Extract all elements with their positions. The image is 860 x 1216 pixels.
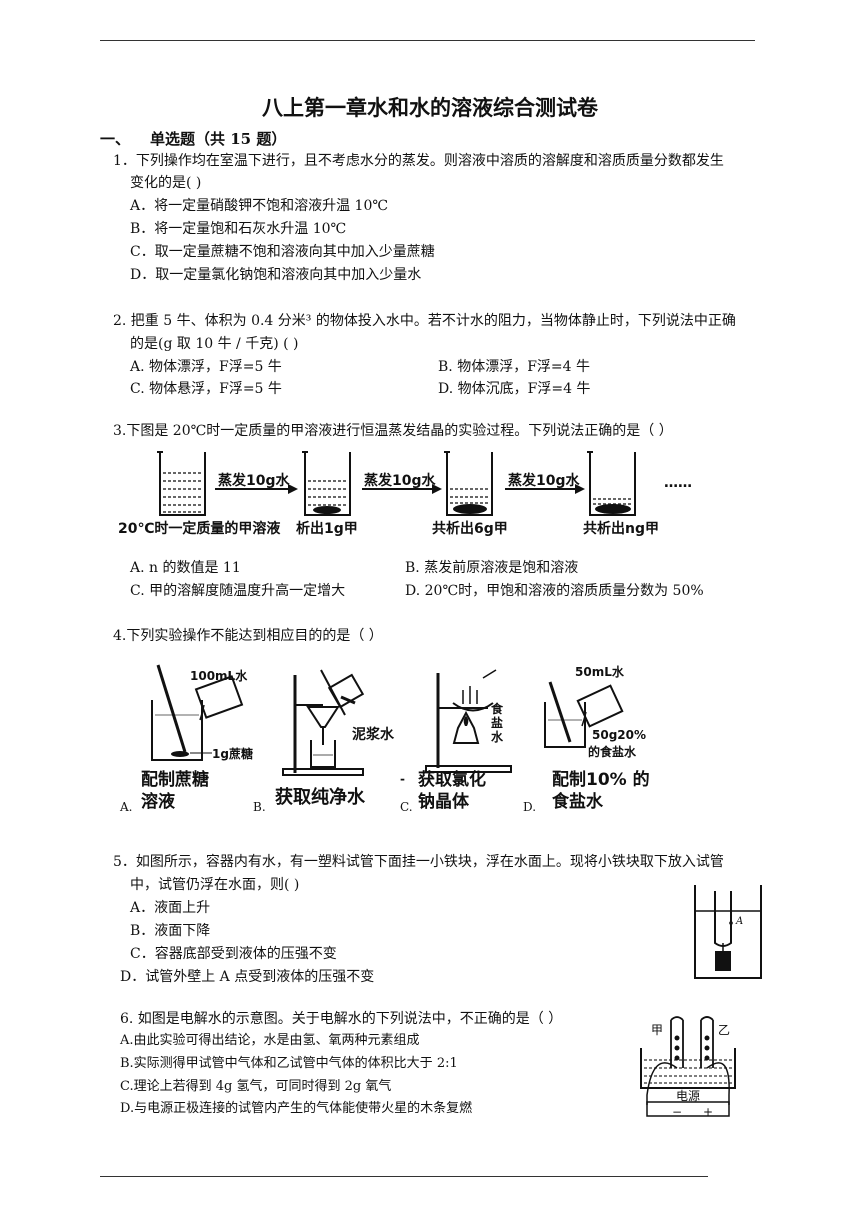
- q3-evaporation-figure: [157, 451, 636, 516]
- q2-option-d: D. 物体沉底，F浮=4 牛: [438, 381, 591, 397]
- q4-a-caption-1: 配制蔗糖: [141, 770, 209, 790]
- q4-figure-b: [282, 669, 365, 776]
- q6-electrolysis-figure: [640, 1016, 736, 1117]
- q3-arrow-2: [362, 484, 442, 494]
- q5-option-d: D．试管外壁上 A 点受到液体的压强不变: [120, 969, 375, 985]
- q1-option-a: A．将一定量硝酸钾不饱和溶液升温 10℃: [130, 198, 389, 214]
- q6-tube-yi-label: 乙: [718, 1023, 731, 1037]
- q3-evap-label-3: 蒸发10g水: [508, 473, 580, 489]
- q4-c-salt-1: 食: [491, 702, 504, 716]
- q4-figure-a: [151, 664, 244, 761]
- q5-option-a: A．液面上升: [130, 900, 211, 916]
- q4-a-caption-2: 溶液: [141, 792, 175, 812]
- section-number: 一、: [100, 130, 131, 148]
- q4-a-sugar: 1g蔗糖: [212, 747, 253, 761]
- q4-c-salt-2: 盐: [491, 716, 504, 730]
- q4-b-letter: B.: [253, 800, 266, 814]
- q5-container-figure: [694, 885, 762, 979]
- q4-c-caption-2: 钠晶体: [418, 792, 469, 812]
- q4-a-letter: A.: [120, 800, 133, 814]
- q5-option-c: C．容器底部受到液体的压强不变: [130, 946, 337, 962]
- footer-rule: [100, 1176, 708, 1177]
- q6-option-d: D.与电源正极连接的试管内产生的气体能使带火星的木条复燃: [120, 1101, 473, 1116]
- q2-stem-line1: 2. 把重 5 牛、体积为 0.4 分米³ 的物体投入水中。若不计水的阻力，当物…: [113, 313, 736, 329]
- q4-c-salt-3: 水: [491, 730, 504, 744]
- q2-option-c: C. 物体悬浮，F浮=5 牛: [130, 381, 282, 397]
- q3-caption-3: 共析出ng甲: [583, 521, 659, 537]
- q6-stem: 6. 如图是电解水的示意图。关于电解水的下列说法中，不正确的是（ ）: [120, 1011, 563, 1027]
- q5-stem-line2: 中，试管仍浮在水面，则( ): [130, 877, 300, 893]
- q3-option-a: A. n 的数值是 11: [130, 560, 241, 576]
- q1-option-b: B．将一定量饱和石灰水升温 10℃: [130, 221, 347, 237]
- q6-minus-label: −: [672, 1105, 683, 1119]
- q2-option-b: B. 物体漂浮，F浮=4 牛: [438, 359, 590, 375]
- q3-beaker-2: [302, 451, 351, 516]
- q4-figure-d: [544, 681, 624, 748]
- q5-stem-line1: 5．如图所示，容器内有水，有一塑料试管下面挂一小铁块，浮在水面上。现将小铁块取下…: [113, 854, 724, 870]
- q1-stem-line2: 变化的是( ): [130, 175, 202, 191]
- page-title: 八上第一章水和水的溶液综合测试卷: [262, 96, 598, 120]
- q3-dots: ……: [664, 475, 692, 491]
- q3-option-b: B. 蒸发前原溶液是饱和溶液: [405, 560, 579, 576]
- q3-beaker-3: [444, 451, 493, 516]
- q6-tube-jia-label: 甲: [651, 1023, 664, 1037]
- q3-arrow-1: [215, 484, 298, 494]
- q4-a-water: 100mL水: [190, 669, 248, 683]
- q4-d-salt-2: 的食盐水: [588, 745, 637, 759]
- q3-evap-label-2: 蒸发10g水: [364, 473, 436, 489]
- q3-evap-label-1: 蒸发10g水: [218, 473, 290, 489]
- q4-d-letter: D.: [523, 800, 537, 814]
- q4-d-salt-1: 50g20%: [592, 728, 647, 742]
- q3-option-d: D. 20℃时，甲饱和溶液的溶质质量分数为 50%: [405, 583, 704, 599]
- q4-d-caption-1: 配制10% 的: [552, 770, 650, 790]
- q3-caption-1: 析出1g甲: [296, 521, 358, 537]
- q4-b-mud: 泥浆水: [352, 727, 394, 743]
- q3-caption-0: 20℃时一定质量的甲溶液: [118, 521, 281, 537]
- q1-option-c: C．取一定量蔗糖不饱和溶液向其中加入少量蔗糖: [130, 244, 435, 260]
- q6-option-c: C.理论上若得到 4g 氢气，可同时得到 2g 氧气: [120, 1079, 392, 1094]
- q4-c-dash: -: [400, 772, 405, 786]
- q3-arrow-3: [505, 484, 585, 494]
- q6-option-a: A.由此实验可得出结论，水是由氢、氧两种元素组成: [120, 1033, 420, 1048]
- q4-d-water: 50mL水: [575, 665, 624, 679]
- q3-beaker-4: [587, 451, 636, 516]
- q3-option-c: C. 甲的溶解度随温度升高一定增大: [130, 583, 346, 599]
- q4-c-letter: C.: [400, 800, 413, 814]
- q2-option-a: A. 物体漂浮，F浮=5 牛: [130, 359, 282, 375]
- q1-stem-line1: 1．下列操作均在室温下进行，且不考虑水分的蒸发。则溶液中溶质的溶解度和溶质质量分…: [113, 153, 724, 169]
- q3-stem: 3.下图是 20℃时一定质量的甲溶液进行恒温蒸发结晶的实验过程。下列说法正确的是…: [113, 423, 673, 439]
- q5-point-a-label: A: [736, 916, 744, 927]
- q3-caption-2: 共析出6g甲: [432, 521, 508, 537]
- q4-stem: 4.下列实验操作不能达到相应目的的是（ ）: [113, 628, 383, 644]
- section-label: 单选题（共 15 题）: [150, 130, 287, 148]
- header-rule: [100, 40, 755, 41]
- q3-beaker-1: [157, 451, 206, 516]
- q5-option-b: B．液面下降: [130, 923, 211, 939]
- q4-d-caption-2: 食盐水: [552, 792, 603, 812]
- q1-option-d: D．取一定量氯化钠饱和溶液向其中加入少量水: [130, 267, 422, 283]
- q6-option-b: B.实际测得甲试管中气体和乙试管中气体的体积比大于 2:1: [120, 1056, 458, 1071]
- q4-figure-c: [425, 669, 512, 773]
- q4-b-caption: 获取纯净水: [275, 787, 365, 808]
- q4-c-caption-1: 获取氯化: [418, 770, 486, 790]
- q2-stem-line2: 的是(g 取 10 牛 / 千克) ( ): [130, 336, 299, 352]
- q6-power-label: 电源: [676, 1089, 701, 1103]
- q6-plus-label: +: [703, 1105, 714, 1119]
